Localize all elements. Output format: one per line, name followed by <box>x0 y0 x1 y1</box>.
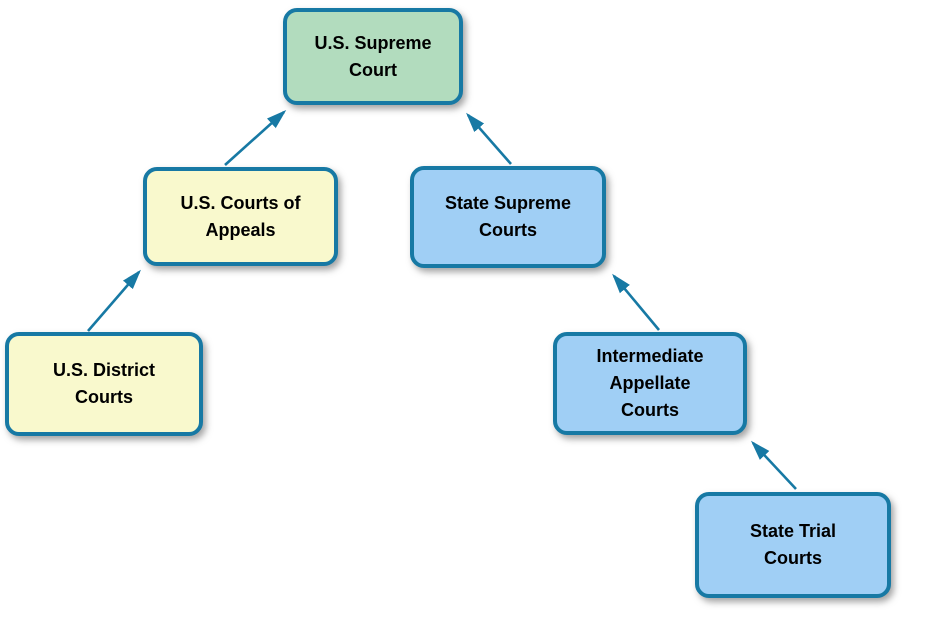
edge-state-supreme-to-us-supreme <box>466 112 512 165</box>
node-us-courts-of-appeals: U.S. Courts of Appeals <box>143 167 338 266</box>
node-us-district-courts: U.S. District Courts <box>5 332 203 436</box>
node-label-us-supreme-court: U.S. Supreme Court <box>314 32 432 80</box>
node-label-us-courts-of-appeals: U.S. Courts of Appeals <box>180 192 301 240</box>
node-label-state-supreme-courts: State Supreme Courts <box>444 193 572 240</box>
node-state-trial-courts: State Trial Courts <box>695 492 891 598</box>
edge-us-district-to-us-appeals <box>87 269 141 332</box>
node-label-us-district-courts: U.S. District Courts <box>52 360 156 407</box>
edge-us-appeals-to-us-supreme <box>224 109 287 166</box>
edge-intermediate-to-state-supreme <box>612 273 660 331</box>
edge-state-trial-to-intermediate <box>750 440 797 490</box>
node-us-supreme-court: U.S. Supreme Court <box>283 8 463 105</box>
node-state-supreme-courts: State Supreme Courts <box>410 166 606 268</box>
node-label-intermediate-appellate-courts: Intermediate Appellate Courts <box>596 346 704 420</box>
node-intermediate-appellate-courts: Intermediate Appellate Courts <box>553 332 747 435</box>
node-label-state-trial-courts: State Trial Courts <box>749 521 837 568</box>
